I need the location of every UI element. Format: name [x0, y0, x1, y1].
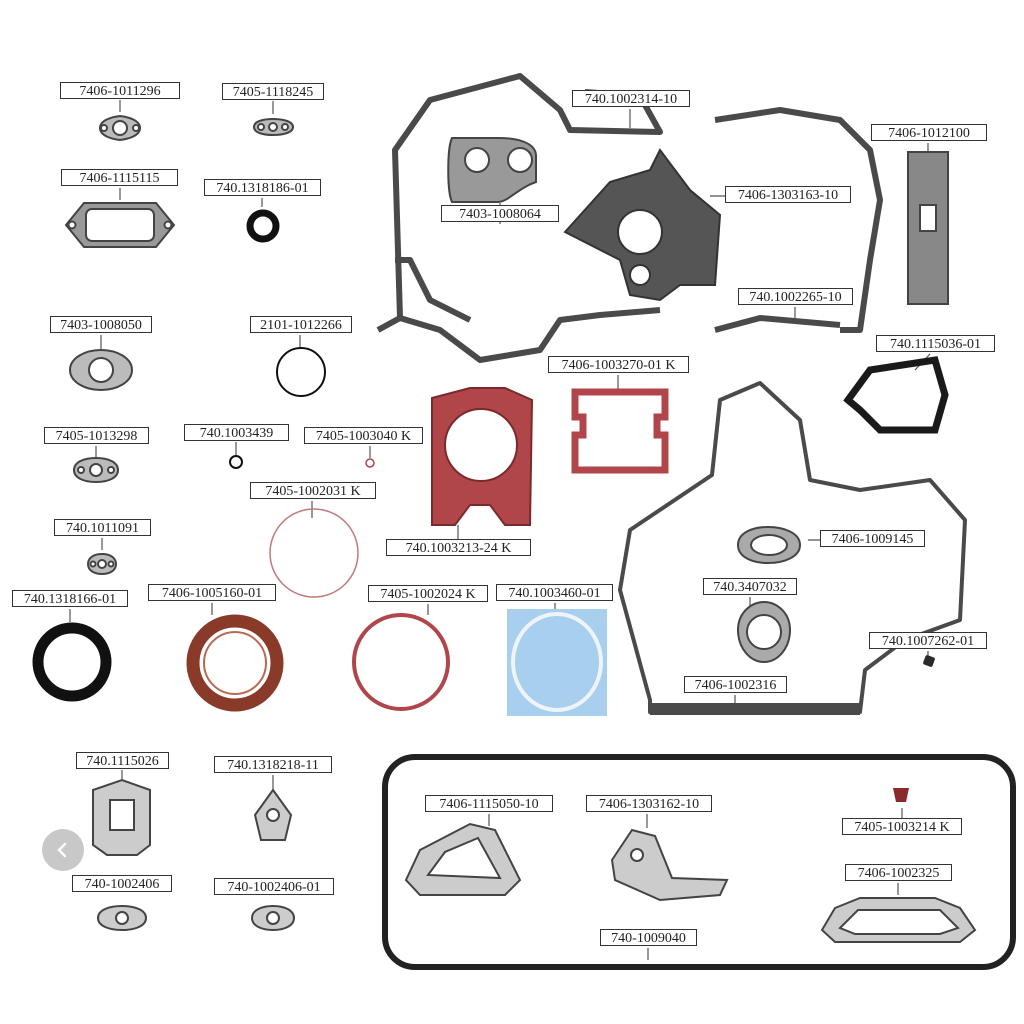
part-label: 7403-1008064: [441, 205, 559, 222]
part-label: 7405-1002031 K: [250, 482, 376, 499]
part-label: 7406-1005160-01: [148, 584, 276, 601]
part-label: 740-1002406: [72, 875, 172, 892]
chevron-left-icon: [57, 842, 67, 858]
previous-image-button[interactable]: [42, 829, 84, 871]
part-label: 7405-1002024 K: [368, 585, 488, 602]
part-label: 740.1115026: [76, 752, 169, 769]
part-label: 7405-1003214 K: [842, 818, 962, 835]
part-label: 7406-1303162-10: [586, 795, 712, 812]
part-label: 740.1007262-01: [869, 632, 987, 649]
part-label: 740.1003460-01: [496, 584, 613, 601]
part-label: 7406-1002325: [845, 864, 952, 881]
part-label: 2101-1012266: [250, 316, 352, 333]
part-label: 740-1002406-01: [214, 878, 334, 895]
part-label: 7406-1009145: [820, 530, 925, 547]
part-label: 7403-1008050: [50, 316, 152, 333]
part-label: 740.1002265-10: [738, 288, 853, 305]
part-label: 7405-1003040 K: [304, 427, 423, 444]
gasket-7406-1011296: [98, 114, 142, 142]
part-label: 7405-1013298: [44, 427, 149, 444]
part-label: 740.1318186-01: [204, 179, 321, 196]
part-label: 740.1011091: [54, 519, 151, 536]
part-label: 7406-1115115: [61, 169, 178, 186]
part-label: 740.1318218-11: [214, 756, 332, 773]
part-label: 740.1318166-01: [12, 590, 128, 607]
part-label: 740.3407032: [703, 578, 797, 595]
part-label: 7406-1115050-10: [425, 795, 553, 812]
part-label: 740.1115036-01: [876, 335, 995, 352]
part-label: 7406-1303163-10: [725, 186, 851, 203]
part-label: 740.1003213-24 K: [386, 539, 531, 556]
part-label: 7406-1012100: [871, 124, 987, 141]
part-label: 740.1002314-10: [572, 90, 690, 107]
part-label: 7406-1011296: [60, 82, 180, 99]
part-label: 740.1003439: [184, 424, 289, 441]
part-label: 7406-1002316: [684, 676, 787, 693]
highlight-box: [507, 609, 607, 716]
part-label: 7406-1003270-01 K: [548, 356, 689, 373]
part-label: 7405-1118245: [222, 83, 324, 100]
part-label: 740-1009040: [600, 929, 697, 946]
